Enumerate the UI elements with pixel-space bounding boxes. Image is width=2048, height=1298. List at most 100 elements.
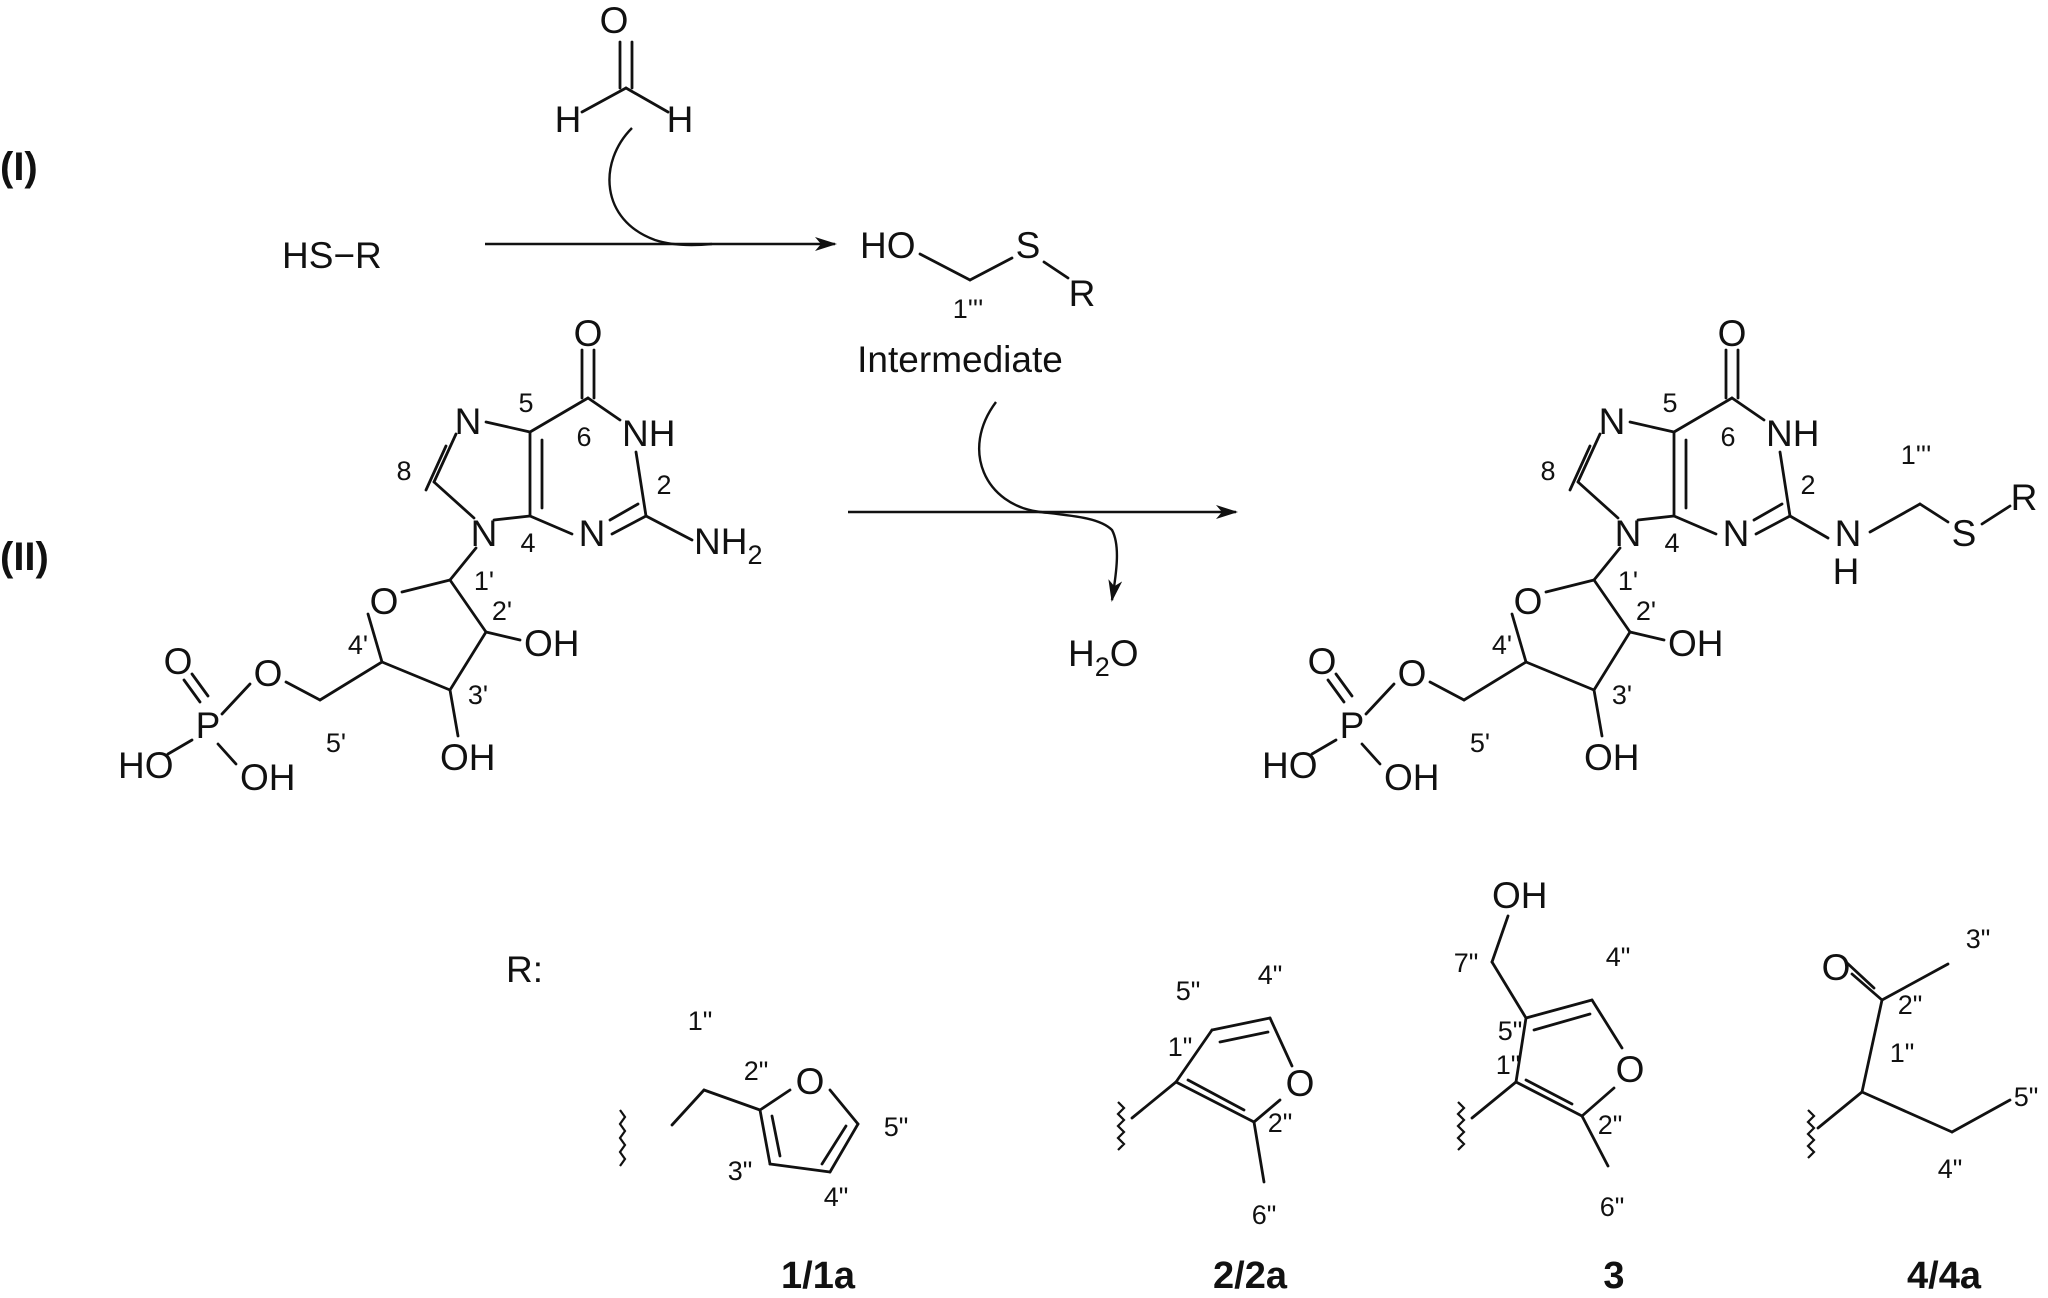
gmp-n1-c2-bond — [634, 450, 648, 518]
gmp-ring-oxygen: O — [370, 581, 399, 622]
product-n9-c4-bond — [1636, 514, 1676, 522]
product-locant-5: 5 — [1662, 388, 1677, 418]
r4-c1-c4-bond — [1860, 1090, 1954, 1134]
intermediate-curved-arrow — [978, 401, 1123, 602]
r-group-3-attachment — [1456, 1101, 1466, 1151]
r-group-2-methylfuranyl: O 5" 4" 1" 2" 6" 2/2a — [1116, 960, 1315, 1297]
gmp-o6: O — [574, 313, 603, 354]
gmp-n7: N — [455, 401, 482, 442]
gmp-locant-8: 8 — [396, 456, 411, 486]
r2-attach-c1-bond — [1130, 1080, 1178, 1120]
r-group-4-oxopentyl: O 3" 2" 1" 5" 4" 4/4a — [1806, 924, 2039, 1297]
product-sulfur: S — [1952, 513, 1977, 554]
product-c4p-c5p-bond — [1462, 660, 1528, 702]
r3-c2-c1-bond — [1514, 1080, 1584, 1118]
r3-hydroxyl: OH — [1492, 875, 1548, 916]
gmp-p-oh-right-bond — [216, 742, 238, 766]
reaction-label-i: (I) — [0, 145, 38, 189]
r4-c1-c2-bond — [1860, 998, 1884, 1094]
r3-c5-c4-double — [1532, 1012, 1592, 1032]
r2-o-c2-bond — [1252, 1098, 1282, 1124]
compound-label-1: 1/1a — [781, 1255, 856, 1297]
r-group-label: R: — [506, 949, 543, 990]
product-n9: N — [1615, 513, 1642, 554]
gmp-2p-hydroxyl: OH — [524, 623, 580, 664]
gmp-c6-n1-bond — [586, 396, 622, 422]
product-p-o-double-2 — [1334, 672, 1354, 698]
gmp-locant-5p: 5' — [326, 728, 346, 758]
product-linker-hydrogen: H — [1833, 551, 1860, 592]
gmp-n9-c1p-bond — [448, 546, 478, 582]
product-locant-8: 8 — [1540, 456, 1555, 486]
r1-ring-oxygen: O — [796, 1061, 825, 1102]
r-group-1-attachment — [618, 1109, 627, 1167]
r1-o-c5-bond — [828, 1088, 860, 1126]
product-c8-n9-bond — [1576, 480, 1620, 520]
r4-attach-c1-bond — [1816, 1090, 1864, 1130]
r3-locant-7: 7" — [1454, 948, 1479, 978]
r2-c2-c1-double — [1186, 1078, 1246, 1112]
gmp-3p-hydroxyl: OH — [440, 737, 496, 778]
intermediate-label: Intermediate — [857, 339, 1063, 380]
product-n7-c8-double — [1568, 444, 1592, 492]
intermediate-sulfur: S — [1016, 225, 1041, 266]
r2-locant-2: 2" — [1268, 1108, 1293, 1138]
gmp-locant-2: 2 — [656, 470, 671, 500]
product-c3p-oh-bond — [1592, 688, 1604, 738]
product-locant-4p: 4' — [1492, 630, 1512, 660]
r4-locant-5: 5" — [2014, 1082, 2039, 1112]
water-byproduct: H2O — [1068, 633, 1139, 682]
r3-c2-methyl-bond — [1580, 1114, 1610, 1168]
compound-label-2: 2/2a — [1213, 1255, 1288, 1297]
r2-c1-c5-bond — [1174, 1028, 1214, 1084]
r2-c2-c1-bond — [1174, 1080, 1256, 1124]
gmp-c2-nh2-bond — [644, 514, 694, 542]
gmp-locant-4p: 4' — [348, 630, 368, 660]
product-locant-1p: 1' — [1618, 566, 1638, 596]
product-n9-c1p-bond — [1592, 546, 1622, 582]
formaldehyde-hydrogen-left: H — [555, 99, 582, 140]
gmp-locant-4: 4 — [520, 528, 535, 558]
gmp-ester-oxygen: O — [254, 653, 283, 694]
gmp-c2-n3-double — [608, 502, 640, 522]
formaldehyde-oxygen: O — [600, 0, 629, 41]
product-c5p-o-bond — [1428, 680, 1466, 702]
intermediate-o-c-bond — [918, 252, 972, 282]
intermediate-c-s-bond — [968, 256, 1014, 282]
gmp-n3-c4-bond — [528, 514, 574, 536]
r1-c1-c2-bond — [702, 1088, 762, 1112]
r3-c1-c5-bond — [1514, 1016, 1528, 1084]
product-locant-2p: 2' — [1636, 596, 1656, 626]
product-ch2-s-bond — [1918, 502, 1950, 524]
product-r-group: R — [2011, 477, 2038, 518]
product-n7-c8-bond — [1576, 432, 1602, 484]
product-n1h: NH — [1766, 413, 1819, 454]
gmp-reactant: O NH N N N NH2 O OH OH P O O HO OH 5 6 2… — [118, 313, 762, 798]
product-c6-n1-bond — [1730, 396, 1766, 422]
r2-ring-oxygen: O — [1286, 1063, 1315, 1104]
gmp-locant-3p: 3' — [468, 680, 488, 710]
r3-c7-oh-bond — [1490, 914, 1510, 964]
r1-c3-c2-bond — [758, 1108, 772, 1166]
gmp-c2p-oh-bond — [484, 630, 522, 642]
r4-locant-1: 1" — [1890, 1038, 1915, 1068]
formaldehyde-hydrogen-right: H — [667, 99, 694, 140]
gmp-c4p-c5p-bond — [318, 660, 384, 702]
gmp-c8-n9-bond — [432, 480, 476, 520]
r-group-1-furfuryl: O 1" 2" 3" 4" 5" 1/1a — [618, 1006, 908, 1297]
gmp-c4p-c3p-bond — [380, 660, 452, 692]
r4-c2-o-bond — [1850, 972, 1884, 1002]
reaction-label-ii: (II) — [0, 535, 49, 579]
r3-locant-6: 6" — [1600, 1192, 1625, 1222]
r1-locant-2: 2" — [744, 1056, 769, 1086]
product-c2-n-bond — [1788, 514, 1830, 540]
intermediate-r-group: R — [1069, 273, 1096, 314]
gmp-adduct-product: O NH N N N N H S R O OH OH P O O HO OH 5… — [1262, 313, 2037, 798]
r4-locant-3: 3" — [1966, 924, 1991, 954]
r1-locant-1: 1" — [688, 1006, 713, 1036]
r4-carbonyl-oxygen: O — [1822, 947, 1851, 988]
r2-c5-c4-double — [1218, 1030, 1270, 1044]
product-s-r-bond — [1980, 504, 2012, 526]
r1-c3-c2-double — [770, 1114, 782, 1158]
formaldehyde: O H H — [555, 0, 694, 140]
